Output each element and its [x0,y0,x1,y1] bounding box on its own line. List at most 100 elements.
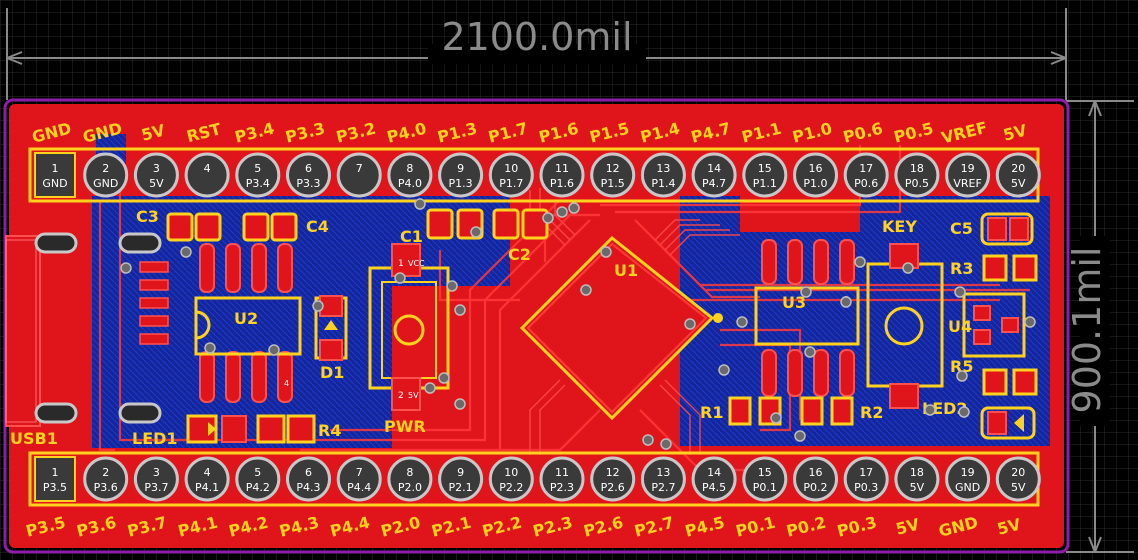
header-bottom-pad [742,456,788,502]
c5-label: C5 [950,219,973,238]
c4-label: C4 [306,217,329,236]
r1-r2-footprints [728,396,854,426]
header-bottom-pin-number: 4 [204,466,211,479]
c1-label: C1 [400,227,423,246]
header-top-pad [590,152,636,198]
via [424,382,436,394]
header-bottom-pin-net: 5V [1011,481,1026,494]
header-top-pad [488,152,534,198]
usb1-label: USB1 [10,429,58,448]
header-top: 1GNDGND2GNDGND35V5V4RST5P3.4P3.46P3.3P3.… [28,118,1041,203]
header-bottom-pin-net: 5V [910,481,925,494]
header-bottom-pin-number: 16 [809,466,823,479]
via [854,256,866,268]
via [312,300,324,312]
via [446,280,458,292]
header-top-pad [235,152,281,198]
header-top-pad [894,152,940,198]
header-bottom-pad [83,456,129,502]
pwr-label: PWR [384,417,426,436]
c1-pad-net: VCC [408,259,425,268]
header-bottom-pin: 4P4.1P4.1 [176,456,230,541]
header-top-pin-net: P1.3 [449,177,473,190]
header-top-pin-net: P1.5 [601,177,625,190]
height-dimension-label: 900.1mil [1065,247,1109,414]
header-top-pin-number: 2 [102,162,109,175]
header-bottom-pad [539,456,585,502]
header-top-pin-number: 17 [859,162,873,175]
via [180,246,192,258]
header-bottom-pin-net: P3.6 [94,481,118,494]
via [568,202,580,214]
key-label: KEY [882,217,917,236]
header-top-pin-number: 12 [606,162,620,175]
via [580,284,592,296]
width-dimension-label: 2100.0mil [441,15,632,59]
header-top-pin-number: 19 [961,162,975,175]
header-bottom-pin-number: 20 [1011,466,1025,479]
header-bottom-pin-number: 19 [961,466,975,479]
via [268,344,280,356]
header-top-pin-number: 1 [52,162,59,175]
header-top-pad [843,152,889,198]
pwr-switch [368,243,450,411]
header-top-pad [742,152,788,198]
header-bottom-pin-number: 11 [555,466,569,479]
right-side-footprints [962,212,1038,440]
header-bottom-pin: 7P4.4P4.4 [328,456,382,541]
header-top-pin-net: GND [93,177,118,190]
header-top-pad [387,152,433,198]
header-top-pin-number: 6 [305,162,312,175]
header-bottom-pad-square [34,456,76,502]
via [954,286,966,298]
via [770,412,782,424]
via [684,318,696,330]
header-bottom-pin-net: P2.3 [550,481,574,494]
header-top-pad [336,152,382,198]
u3-label: U3 [782,293,806,312]
header-bottom-pin: 2P3.6P3.6 [75,456,129,541]
via [956,370,968,382]
via [840,296,852,308]
header-top-pin-net: P1.4 [651,177,675,190]
header-top-pad [286,152,331,198]
usb1-connector [5,232,169,427]
header-bottom-pin-number: 9 [457,466,464,479]
header-bottom-pin-number: 12 [606,466,620,479]
header-bottom-pad [894,456,940,502]
header-bottom-pad [843,456,889,502]
header-bottom-pin-number: 14 [707,466,721,479]
header-bottom-pin-number: 1 [52,466,59,479]
r2-label: R2 [860,403,883,422]
header-bottom-pin: 1P3.5P3.5 [24,456,76,541]
header-top-pin-net: P1.0 [803,177,827,190]
header-top-pad [438,152,484,198]
c2-label: C2 [508,245,531,264]
via [454,398,466,410]
header-top-pad [691,152,737,198]
pwr-pad-net: 5V [408,391,419,400]
via [600,246,612,258]
header-bottom-pin-net: P2.0 [398,481,422,494]
header-top-pin-number: 18 [910,162,924,175]
led1-r4-footprints [186,414,316,444]
header-bottom-pin-number: 15 [758,466,772,479]
header-bottom-pin-net: P2.1 [449,481,473,494]
header-bottom-pin-net: GND [955,481,980,494]
via [924,404,936,416]
via [204,342,216,354]
r5-label: R5 [950,357,973,376]
via [642,434,654,446]
header-bottom-pin-net: P0.2 [803,481,827,494]
header-top-pin: 8P4.0P4.0 [385,119,433,198]
header-top-pin-number: 20 [1011,162,1025,175]
header-top-pin-net: P0.6 [854,177,878,190]
via [542,212,554,224]
header-bottom-pad [945,456,991,502]
header-bottom-pin-net: P4.2 [246,481,270,494]
header-bottom-pad [235,456,281,502]
